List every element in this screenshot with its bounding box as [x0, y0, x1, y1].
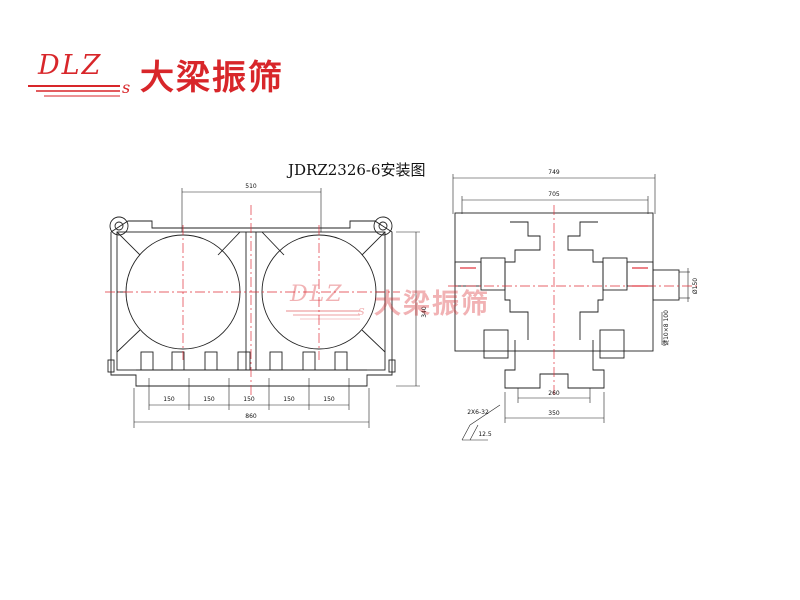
bolt-markers [460, 267, 648, 287]
watermark-s-text: s [358, 304, 365, 319]
dim-seg-3: 150 [243, 396, 255, 403]
dim-base-260-text: 260 [548, 390, 560, 397]
logo-company-name: 大梁振筛 [140, 58, 284, 98]
logo-s-text: s [122, 78, 131, 97]
logo-underline-icon [28, 85, 120, 97]
centerlines [105, 205, 700, 395]
drawing-title: JDRZ2326-6安装图 [288, 161, 426, 179]
dim-seg-2: 150 [203, 396, 215, 403]
watermark-underline-icon [286, 310, 360, 320]
side-view [452, 174, 690, 441]
dim-keyway-text: 键10×8 100 [662, 310, 670, 346]
dim-total-text: 860 [245, 413, 257, 420]
dim-inner-text: 705 [548, 191, 560, 198]
dim-top-text: 510 [245, 183, 257, 190]
dim-seg-1: 150 [163, 396, 175, 403]
watermark-dlz-text: DLZ [290, 282, 344, 307]
logo-dlz-text: DLZ [38, 50, 103, 81]
dim-height-text: 340 [421, 306, 428, 318]
watermark-company-name: 大梁振筛 [374, 289, 490, 320]
dim-outer-text: 749 [548, 169, 560, 176]
watermark-logo: DLZ s 大梁振筛 [286, 280, 520, 330]
dim-holes-text: 2X6-32 [467, 409, 489, 416]
dim-roughness-text: 12.5 [478, 431, 492, 438]
dim-seg-4: 150 [283, 396, 295, 403]
brand-logo: DLZ s 大梁振筛 [28, 36, 308, 106]
dim-seg-5: 150 [323, 396, 335, 403]
dim-base-350-text: 350 [548, 410, 560, 417]
dim-shaft-text: Ø150 [692, 278, 699, 294]
